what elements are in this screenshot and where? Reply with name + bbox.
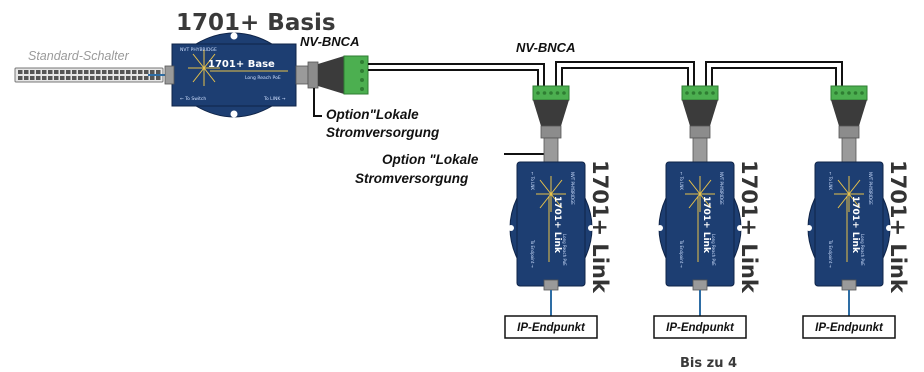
link-device: 1701+ Link NVT PHYBRIDGE Long Reach PoE ← T… [508,161,594,287]
base-subtitle: Long Reach PoE [245,75,281,81]
link-device-port-bottom: To Endpoint → [828,239,833,269]
link-power-option-line1: Option "Lokale [382,152,479,167]
link-device-subtitle: Long Reach PoE [860,234,865,266]
base-adapter [295,55,369,95]
standard-switch: Standard-Schalter [14,49,164,83]
link-star-icon [834,176,864,212]
link-device-port-top: ← To LNK [530,172,535,190]
base-power-option-line2: Stromversorgung [326,125,440,140]
ip-endpoint: IP-Endpunkt [504,315,598,339]
link-side-label: 1701+ Link [737,160,761,294]
link-star-icon [685,176,715,212]
ip-endpoint-label: IP-Endpunkt [815,322,884,334]
base-name: 1701+ Base [208,59,275,70]
link-rj45-port [841,279,857,291]
base-power-option-line1: Option"Lokale [326,107,419,122]
link-units: 1701+ Link NVT PHYBRIDGE Long Reach PoE ← T… [504,85,910,339]
link-rj45-port [692,279,708,291]
ip-endpoint: IP-Endpunkt [653,315,747,339]
adapter-label-middle: NV-BNCA [516,40,575,55]
link-device-brand: NVT PHYBRIDGE [570,172,575,205]
link-unit: 1701+ Link NVT PHYBRIDGE Long Reach PoE ← T… [802,85,910,339]
ip-endpoint-label: IP-Endpunkt [517,322,586,334]
base-brand: NVT PHYBRIDGE [180,47,217,53]
link-side-label: 1701+ Link [886,160,910,294]
link-star-icon [536,176,566,212]
base-power-leader [313,88,322,117]
footer-label: Bis zu 4 [680,356,737,371]
base-port-right: To LINK → [263,96,286,102]
link-side-label: 1701+ Link [588,160,612,294]
link-device-subtitle: Long Reach PoE [711,234,716,266]
link-power-option-line2: Stromversorgung [355,171,469,186]
link-device-name: 1701+ Link [850,196,860,254]
base-star-icon [188,50,220,86]
base-terminal-block [343,55,369,95]
link-device-port-top: ← To LNK [828,172,833,190]
diagram-title: 1701+ Basis [176,10,336,36]
adapter-label-top: NV-BNCA [300,34,359,49]
link-device-port-bottom: To Endpoint → [530,239,535,269]
link-unit: 1701+ Link NVT PHYBRIDGE Long Reach PoE ← T… [653,85,761,339]
link-unit: 1701+ Link NVT PHYBRIDGE Long Reach PoE ← T… [504,85,612,339]
link-device-brand: NVT PHYBRIDGE [719,172,724,205]
link-device-subtitle: Long Reach PoE [562,234,567,266]
link-device-name: 1701+ Link [552,196,562,254]
base-device: NVT PHYBRIDGE 1701+ Base Long Reach PoE … [164,32,297,118]
switch-ports [18,70,161,80]
switch-label: Standard-Schalter [28,49,130,63]
bnca-cables [368,61,843,86]
link-device-port-top: ← To LNK [679,172,684,190]
link-rj45-port [543,279,559,291]
ip-endpoint-label: IP-Endpunkt [666,322,735,334]
ip-endpoint: IP-Endpunkt [802,315,896,339]
base-port-left: ← To Switch [180,96,206,102]
link-device: 1701+ Link NVT PHYBRIDGE Long Reach PoE ← T… [657,161,743,287]
base-rj45-port [164,65,175,85]
link-device-port-bottom: To Endpoint → [679,239,684,269]
link-device: 1701+ Link NVT PHYBRIDGE Long Reach PoE ← T… [806,161,892,287]
link-device-name: 1701+ Link [701,196,711,254]
link-device-brand: NVT PHYBRIDGE [868,172,873,205]
